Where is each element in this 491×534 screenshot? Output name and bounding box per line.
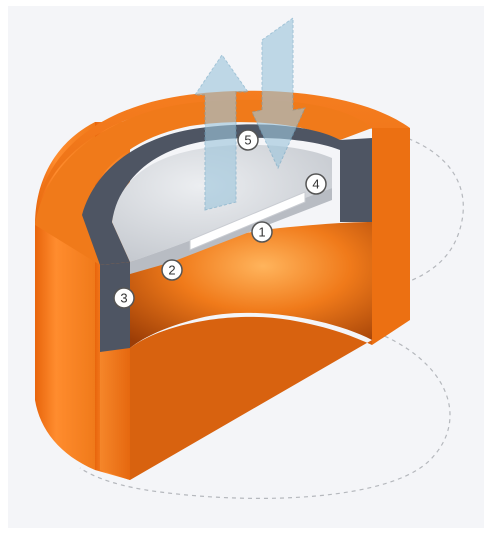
callout-1: 1 bbox=[251, 221, 273, 243]
cut-face-right bbox=[372, 128, 410, 345]
callout-5: 5 bbox=[237, 129, 259, 151]
svg-text:1: 1 bbox=[258, 225, 265, 240]
callout-2: 2 bbox=[161, 259, 183, 281]
rim-cut-right bbox=[340, 138, 372, 222]
flow-down-arrow-icon bbox=[251, 17, 306, 170]
flow-up-arrow-icon bbox=[194, 54, 249, 211]
dashed-outline bbox=[79, 127, 464, 499]
top-face bbox=[35, 99, 372, 265]
inner-bore-lower bbox=[130, 316, 372, 480]
callout-3: 3 bbox=[113, 287, 135, 309]
svg-text:2: 2 bbox=[168, 263, 175, 278]
inner-rim bbox=[82, 124, 340, 265]
rim-cut-left bbox=[100, 262, 130, 352]
svg-text:4: 4 bbox=[312, 177, 319, 192]
sensor-slot bbox=[189, 191, 306, 251]
svg-text:5: 5 bbox=[244, 133, 251, 148]
callout-4: 4 bbox=[305, 173, 327, 195]
svg-text:3: 3 bbox=[120, 291, 127, 306]
